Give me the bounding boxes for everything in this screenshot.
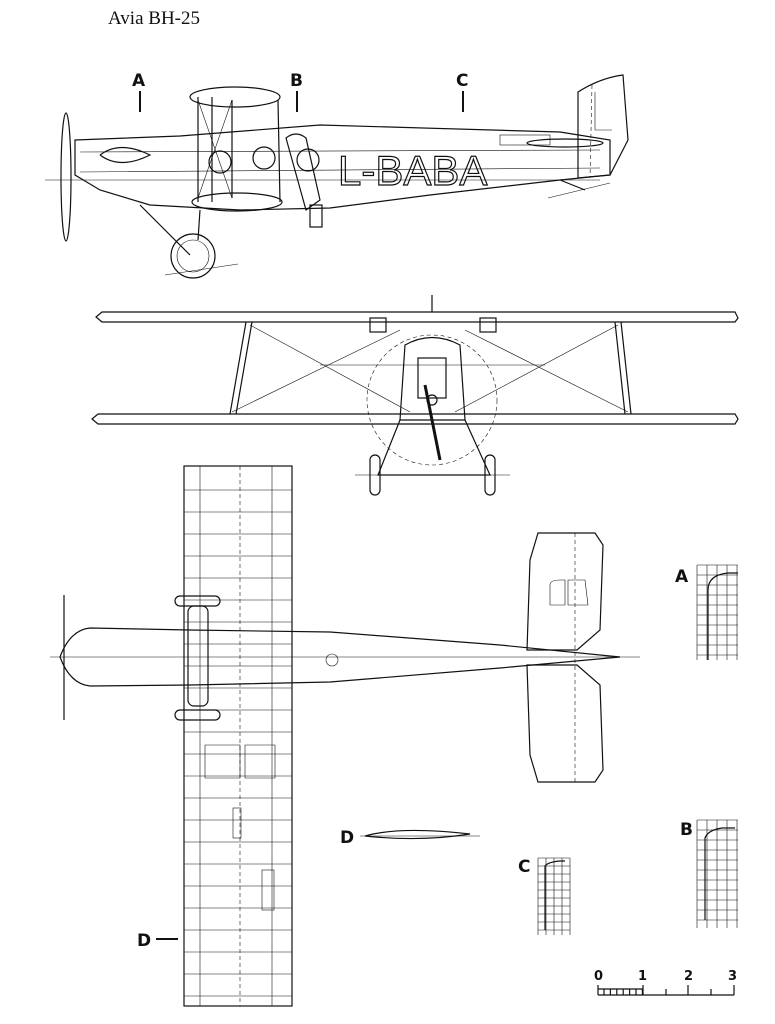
section-c-label: C: [518, 857, 530, 877]
wing-plan: [183, 465, 293, 1007]
fuselage-front: [399, 336, 466, 421]
scale-bar: 0 1 2 3: [594, 969, 737, 996]
drawing-title: Avia BH-25: [108, 8, 200, 29]
airfoil-section-d: [364, 829, 471, 840]
wing-marker-label-d: D: [137, 931, 151, 951]
airfoil-label-d: D: [340, 828, 354, 848]
section-c-detail: C: [518, 857, 571, 935]
propeller: [60, 112, 72, 242]
fuselage-side: [74, 124, 611, 211]
section-a-label: A: [675, 567, 689, 587]
main-wheel: [170, 233, 216, 279]
scale-tick-2: 2: [684, 969, 693, 984]
lower-wing-side: [191, 192, 283, 212]
lower-wing-front: [91, 413, 739, 425]
section-label-c: C: [456, 71, 468, 91]
section-label-b: B: [290, 71, 303, 91]
upper-wing-side: [189, 86, 281, 108]
tail-fin-side: [577, 74, 629, 179]
side-view: L-BABA: [45, 74, 629, 279]
tailplane-lower: [526, 664, 604, 783]
registration-marking: L-BABA: [338, 147, 487, 194]
front-view: [91, 295, 739, 496]
section-label-a: A: [132, 71, 146, 91]
section-b-detail: B: [680, 819, 738, 928]
section-a-detail: A: [675, 564, 738, 660]
scale-tick-1: 1: [638, 969, 647, 984]
scale-tick-0: 0: [594, 969, 603, 984]
tailplane-upper: [526, 532, 604, 651]
top-view: [50, 465, 640, 1007]
scale-tick-3: 3: [728, 969, 737, 984]
propeller-disc: [366, 334, 498, 466]
section-b-label: B: [680, 820, 693, 840]
upper-wing-front: [95, 311, 739, 323]
